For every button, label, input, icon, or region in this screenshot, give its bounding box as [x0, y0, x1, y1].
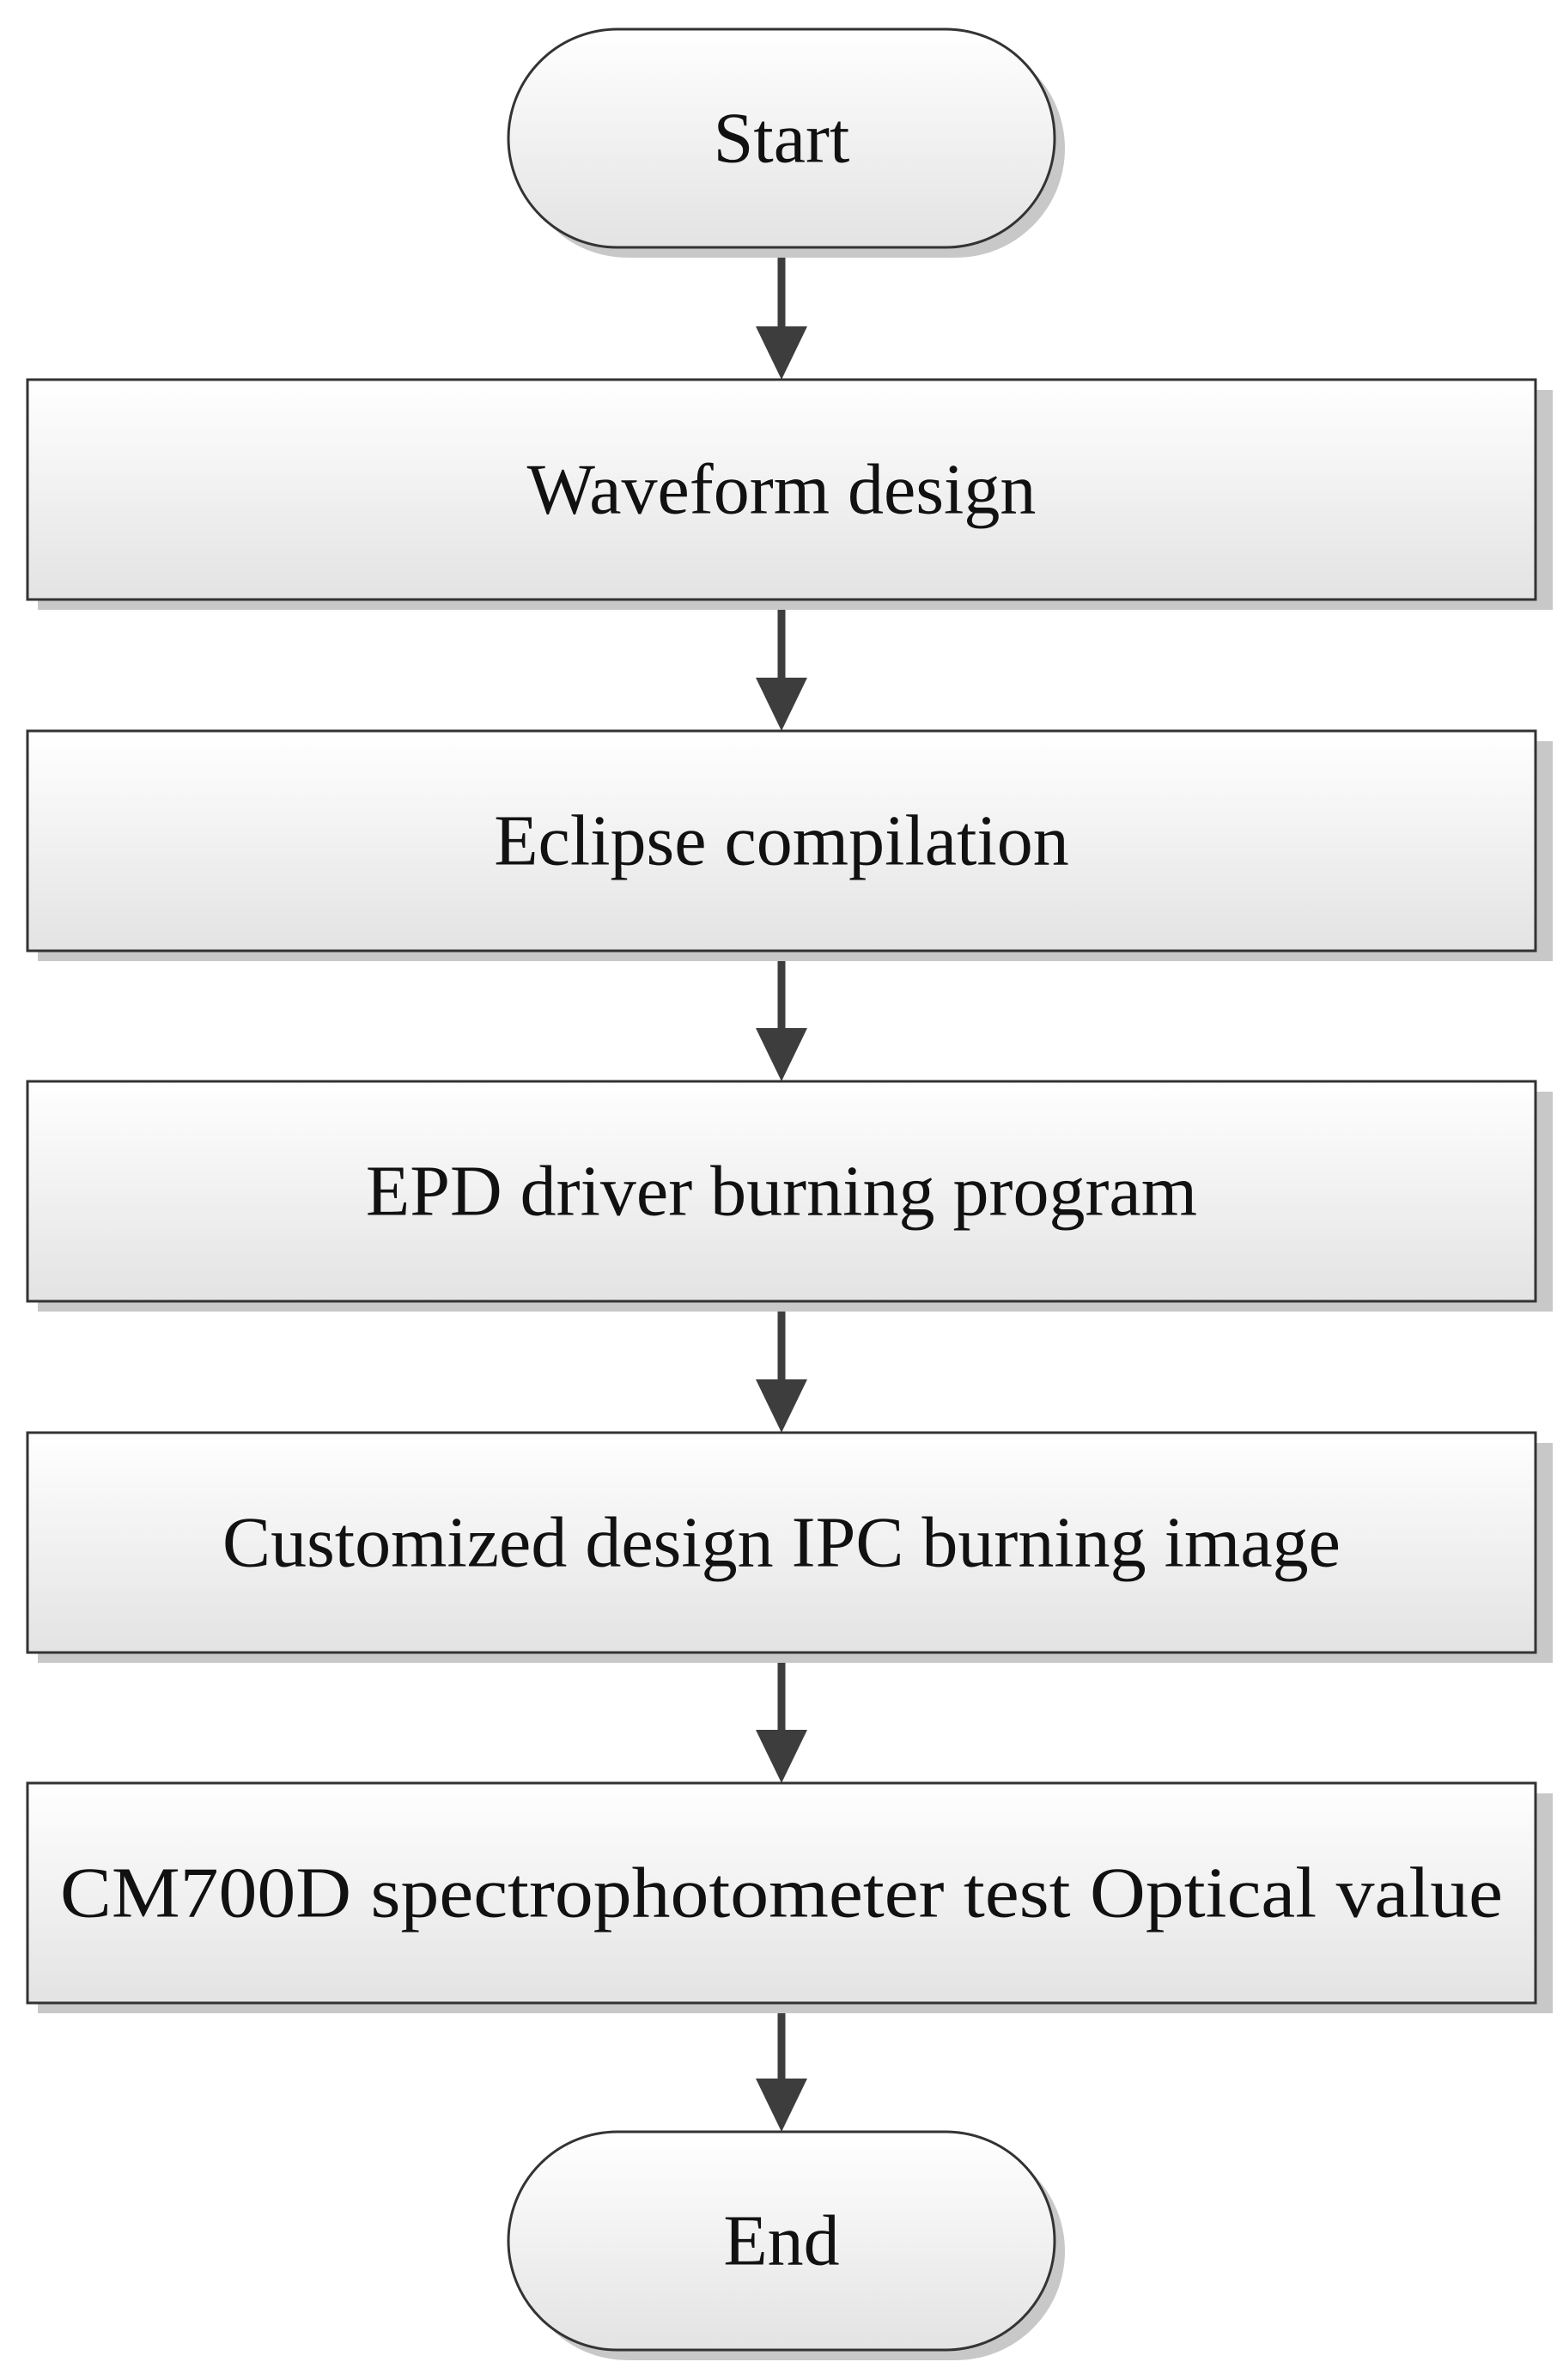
cm700d-test-label: CM700D spectrophotometer test Optical va… — [60, 1853, 1503, 1933]
epd-driver-label: EPD driver burning program — [366, 1152, 1197, 1232]
arrow-epd-to-ipc — [756, 1301, 807, 1433]
arrow-eclipse-to-epd — [756, 951, 807, 1081]
process-node-eclipse-compilation: Eclipse compilation — [26, 729, 1553, 961]
process-node-epd-driver: EPD driver burning program — [26, 1080, 1553, 1312]
connector-arrows — [756, 247, 807, 2132]
process-node-ipc-burning: Customized design IPC burning image — [26, 1431, 1553, 1663]
end-label: End — [723, 2201, 839, 2281]
waveform-design-label: Waveform design — [527, 450, 1037, 530]
process-node-waveform-design: Waveform design — [26, 378, 1553, 610]
process-node-cm700d-test: CM700D spectrophotometer test Optical va… — [26, 1781, 1553, 2013]
arrow-ipc-to-cm700d — [756, 1653, 807, 1783]
start-node: Start — [507, 27, 1065, 258]
arrow-cm700d-to-end — [756, 2003, 807, 2132]
ipc-burning-label: Customized design IPC burning image — [222, 1503, 1341, 1583]
arrow-start-to-waveform — [756, 247, 807, 380]
eclipse-compilation-label: Eclipse compilation — [494, 801, 1069, 881]
start-label: Start — [714, 99, 850, 179]
end-node: End — [507, 2130, 1065, 2360]
arrow-waveform-to-eclipse — [756, 600, 807, 731]
